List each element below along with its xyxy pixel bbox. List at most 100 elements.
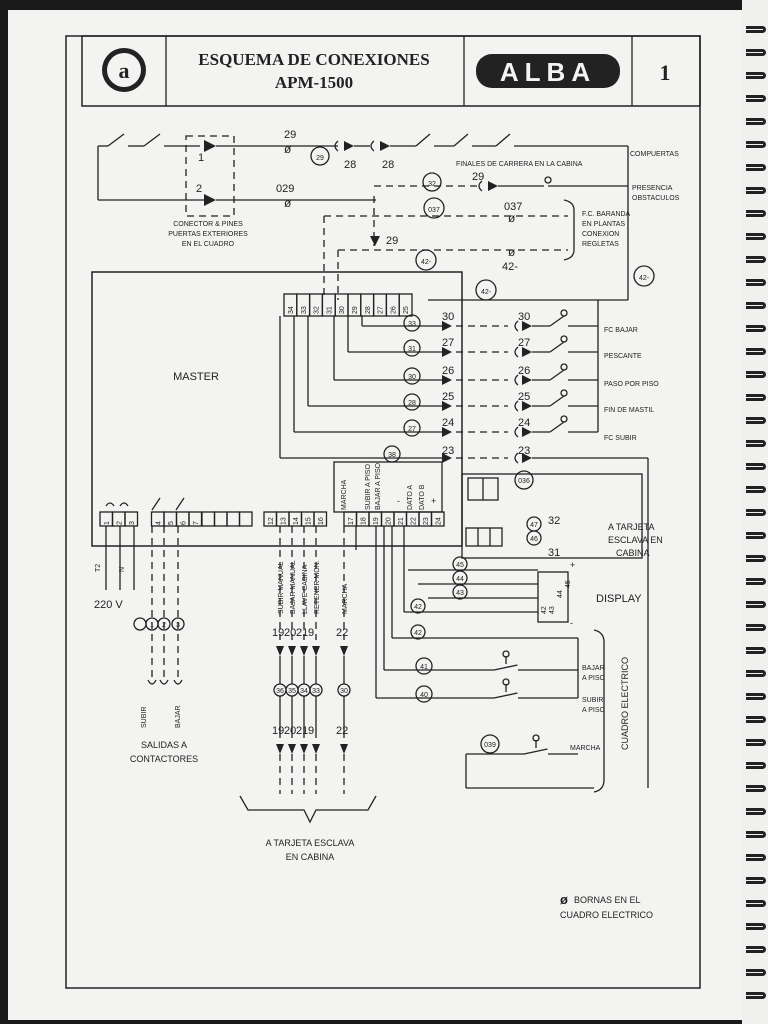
svg-text:33: 33 — [312, 688, 320, 695]
svg-text:ø: ø — [284, 196, 292, 210]
wire-number: 20 — [284, 725, 296, 737]
svg-text:29: 29 — [284, 129, 296, 141]
terminal-number: 1 — [104, 521, 111, 525]
svg-text:CUADRO ELECTRICO: CUADRO ELECTRICO — [620, 657, 630, 750]
connector-pin — [442, 427, 452, 437]
binding-coil — [746, 923, 766, 930]
terminal-number: 3 — [129, 521, 136, 525]
relay-box: 036 47 46 32 31 A TARJETA ESCLAVA EN CAB… — [461, 470, 663, 559]
svg-text:30: 30 — [340, 688, 348, 695]
limit-switch — [549, 421, 565, 433]
svg-text:ESCLAVA EN: ESCLAVA EN — [608, 535, 663, 545]
presence-circuit: 32 29 PRESENCIA OBSTACULOS — [373, 171, 680, 246]
terminal-3 — [124, 511, 139, 527]
terminal-number: 27 — [378, 306, 385, 314]
limit-switch — [549, 369, 565, 381]
master-board — [91, 271, 463, 547]
svg-text:PASO POR PISO: PASO POR PISO — [604, 381, 659, 388]
mid-terminal-block: MARCHA SUBIR A PISO BAJAR A PISO - DATO … — [333, 445, 443, 513]
connector-pin — [276, 744, 284, 754]
svg-text:47: 47 — [530, 522, 538, 529]
binding-coil — [746, 118, 766, 125]
svg-text:2: 2 — [196, 183, 202, 195]
contactor-terminal — [171, 617, 185, 631]
svg-text:A PISO: A PISO — [582, 707, 606, 714]
baranda-circuit: 037 037 ø ø 29 42- 42- F.C. BARANDA EN P… — [323, 197, 655, 300]
terminal-number: 33 — [301, 306, 308, 314]
binding-coil — [746, 670, 766, 677]
svg-text:SUBIR: SUBIR — [141, 707, 148, 728]
svg-text:EN CABINA: EN CABINA — [286, 852, 335, 862]
svg-text:45: 45 — [565, 580, 572, 588]
diagram-title: ESQUEMA DE CONEXIONES — [198, 50, 429, 69]
svg-text:34: 34 — [300, 688, 308, 695]
manual-page: a ESQUEMA DE CONEXIONES APM-1500 ALBA 1 … — [8, 10, 750, 1020]
contactor-terminal — [157, 617, 171, 631]
svg-text:42: 42 — [541, 606, 548, 614]
svg-text:CONEXION: CONEXION — [582, 231, 619, 238]
spiral-binding — [742, 0, 768, 1024]
terminal-number: 7 — [193, 521, 200, 525]
svg-text:039: 039 — [484, 742, 496, 749]
wire-number: 19 — [272, 725, 284, 737]
svg-text:38: 38 — [388, 452, 396, 459]
terminal-number: 34 — [288, 306, 295, 314]
svg-text:PESCANTE: PESCANTE — [604, 353, 642, 360]
binding-coil — [746, 647, 766, 654]
svg-text:BAJAR: BAJAR — [175, 705, 182, 728]
binding-coil — [746, 578, 766, 585]
svg-text:26: 26 — [518, 365, 530, 377]
binding-coil — [746, 95, 766, 102]
connector-pin — [442, 401, 452, 411]
svg-text:A PISO: A PISO — [582, 675, 606, 682]
svg-text:26: 26 — [442, 365, 454, 377]
wiring-diagram: a ESQUEMA DE CONEXIONES APM-1500 ALBA 1 … — [65, 35, 701, 989]
connector-pin — [442, 347, 452, 357]
svg-text:42-: 42- — [481, 289, 492, 296]
svg-text:23: 23 — [518, 445, 530, 457]
terminal-number: 13 — [281, 517, 288, 525]
binding-coil — [746, 325, 766, 332]
terminal-number: 24 — [436, 517, 443, 525]
limit-switch — [549, 395, 565, 407]
svg-text:29: 29 — [472, 171, 484, 183]
svg-text:29: 29 — [386, 235, 398, 247]
svg-text:35: 35 — [288, 688, 296, 695]
company-logo: a — [102, 48, 146, 92]
wire-number: 19 — [272, 627, 284, 639]
terminal-number: 14 — [293, 517, 300, 525]
input-rows — [279, 300, 649, 788]
svg-text:42: 42 — [414, 604, 422, 611]
binding-coil — [746, 762, 766, 769]
terminal-number: 28 — [365, 306, 372, 314]
svg-text:FC BAJAR: FC BAJAR — [604, 327, 638, 334]
binding-coil — [746, 831, 766, 838]
display-connector: + - 42 43 44 45 DISPLAY 45 44 43 42 42 — [404, 556, 642, 640]
svg-text:24: 24 — [518, 417, 530, 429]
svg-text:COMPUERTAS: COMPUERTAS — [630, 151, 679, 158]
binding-coil — [746, 49, 766, 56]
binding-coil — [746, 440, 766, 447]
binding-coil — [746, 969, 766, 976]
terminal-25 — [398, 293, 413, 317]
control-buttons: 41 40 BAJAR A PISO SUBIR A PISO CUADRO E… — [355, 526, 630, 793]
svg-text:28: 28 — [382, 159, 394, 171]
terminal-number: 18 — [361, 517, 368, 525]
binding-coil — [746, 486, 766, 493]
binding-coil — [746, 256, 766, 263]
slave-card-label: A TARJETA ESCLAVA EN CABINA — [239, 795, 377, 862]
binding-coil — [746, 210, 766, 217]
svg-text:-: - — [570, 618, 573, 628]
svg-text:CONECTOR & PINES: CONECTOR & PINES — [173, 221, 243, 228]
binding-coil — [746, 808, 766, 815]
legend: ø BORNAS EN EL CUADRO ELECTRICO — [560, 892, 653, 920]
terminal-label: BAJAR MANUAL — [290, 560, 297, 614]
svg-text:-: - — [397, 496, 400, 506]
display-label: DISPLAY — [596, 593, 642, 605]
terminal-number: 31 — [326, 306, 333, 314]
svg-text:46: 46 — [530, 536, 538, 543]
terminal-label: LLAVE CABINA — [302, 564, 309, 614]
